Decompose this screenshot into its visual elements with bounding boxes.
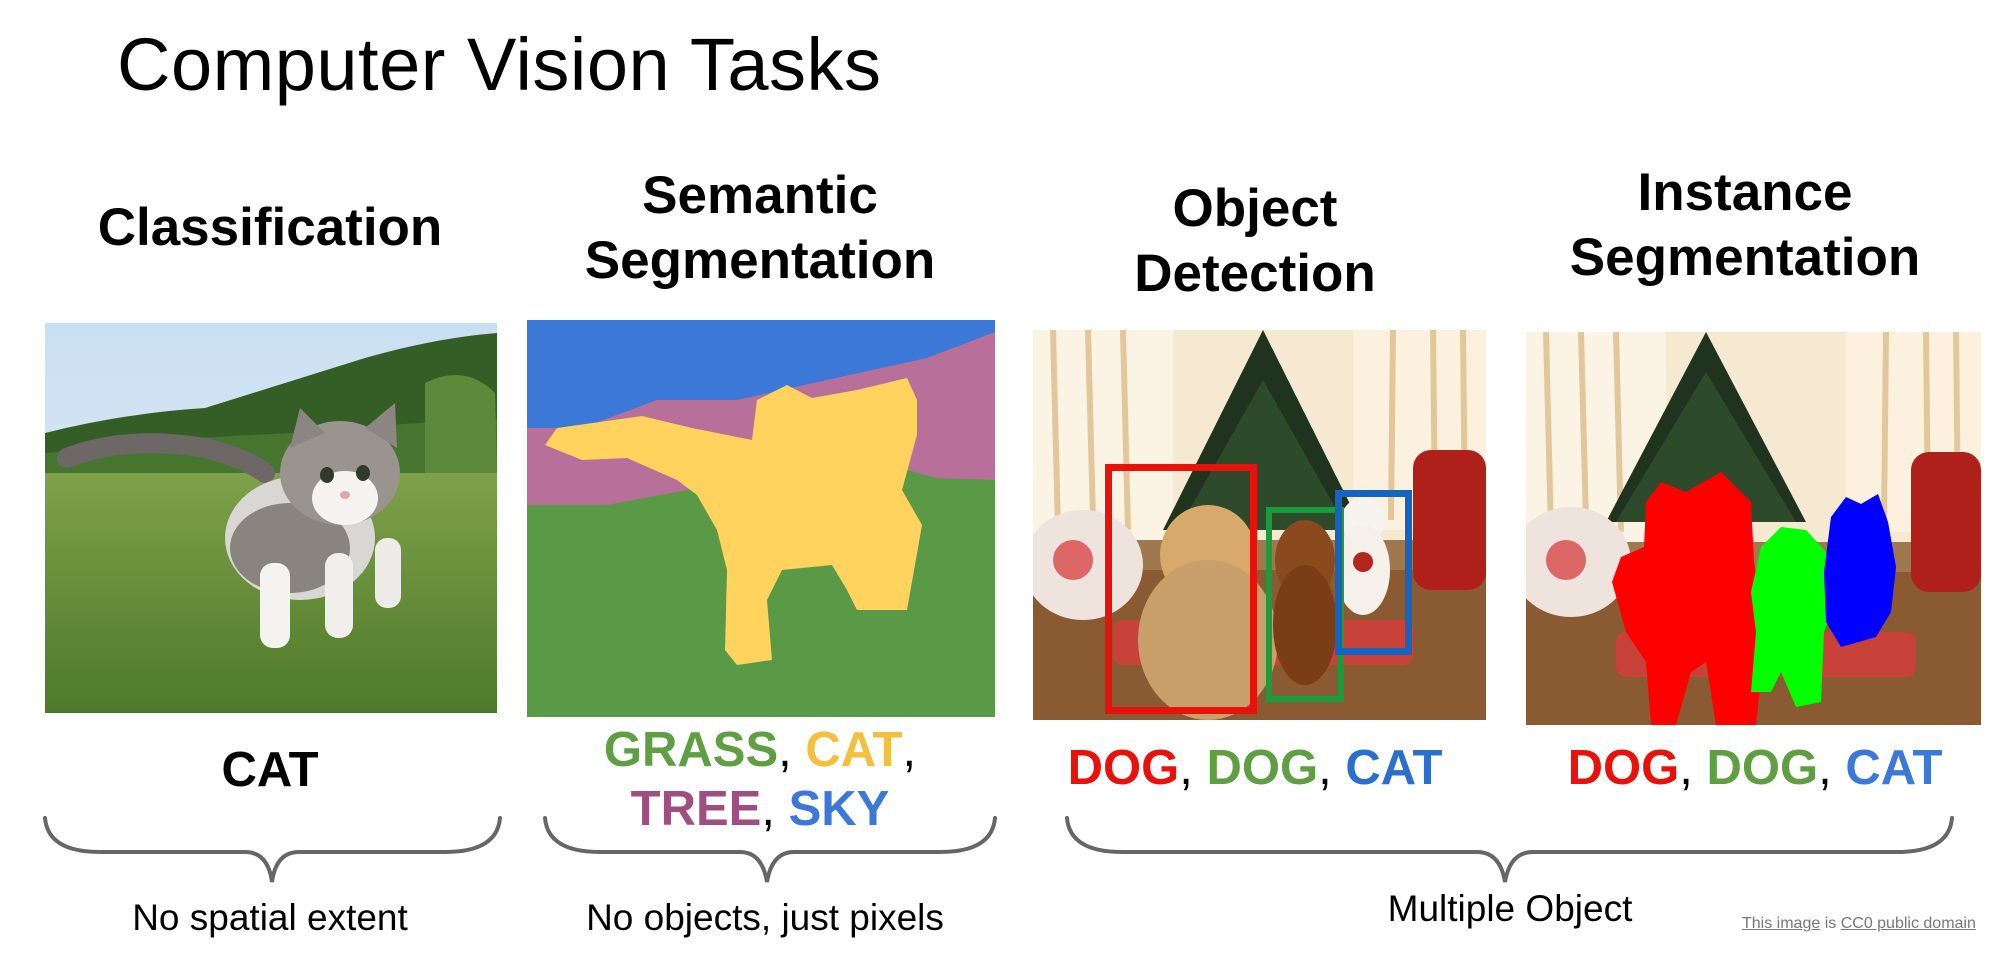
dog-bounding-box-1 xyxy=(1105,464,1257,714)
multiple-object-brace xyxy=(1062,810,1962,890)
semantic-title-line2: Segmentation xyxy=(540,228,980,293)
image-credit: This image is CC0 public domain xyxy=(1742,915,1976,933)
cat-bounding-box xyxy=(1335,490,1412,655)
semantic-segmentation-title: Semantic Segmentation xyxy=(540,163,980,293)
label-dog-2: DOG xyxy=(1206,741,1318,795)
object-detection-title: Object Detection xyxy=(1030,176,1480,306)
label-separator: , xyxy=(1179,741,1206,795)
classification-caption: No spatial extent xyxy=(60,897,480,939)
instance-segmentation-photo xyxy=(1526,332,1981,725)
classification-brace xyxy=(40,810,505,890)
instance-title-line2: Segmentation xyxy=(1520,225,1970,290)
instance-title-line1: Instance xyxy=(1520,160,1970,225)
license-link[interactable]: CC0 public domain xyxy=(1841,915,1976,932)
label-dog-1: DOG xyxy=(1068,741,1180,795)
detection-labels: DOG, DOG, CAT xyxy=(1030,738,1480,798)
multiple-object-caption: Multiple Object xyxy=(1280,888,1740,930)
label-dog-2: DOG xyxy=(1706,741,1818,795)
label-dog-1: DOG xyxy=(1568,741,1680,795)
credit-separator: is xyxy=(1820,915,1840,932)
label-separator: , xyxy=(1679,741,1706,795)
label-separator: , xyxy=(902,723,916,777)
semantic-title-line1: Semantic xyxy=(540,163,980,228)
semantic-labels-line1: GRASS, CAT, xyxy=(540,720,980,780)
classification-label: CAT xyxy=(60,740,480,800)
label-separator: , xyxy=(778,723,805,777)
kitten-photo xyxy=(45,323,497,713)
detection-title-line1: Object xyxy=(1030,176,1480,241)
page-title: Computer Vision Tasks xyxy=(117,22,882,107)
instance-labels: DOG, DOG, CAT xyxy=(1530,738,1980,798)
label-grass: GRASS xyxy=(604,723,778,777)
instance-segmentation-title: Instance Segmentation xyxy=(1520,160,1970,290)
label-cat: CAT xyxy=(1845,741,1942,795)
label-cat: CAT xyxy=(805,723,902,777)
semantic-brace xyxy=(540,810,1000,890)
object-detection-photo xyxy=(1033,330,1486,720)
label-separator: , xyxy=(1818,741,1845,795)
semantic-caption: No objects, just pixels xyxy=(540,897,990,939)
classification-title: Classification xyxy=(60,195,480,260)
label-cat: CAT xyxy=(1345,741,1442,795)
label-separator: , xyxy=(1318,741,1345,795)
semantic-segmentation-map xyxy=(527,320,995,717)
image-link[interactable]: This image xyxy=(1742,915,1820,932)
dog-bounding-box-2 xyxy=(1266,507,1344,702)
detection-title-line2: Detection xyxy=(1030,241,1480,306)
